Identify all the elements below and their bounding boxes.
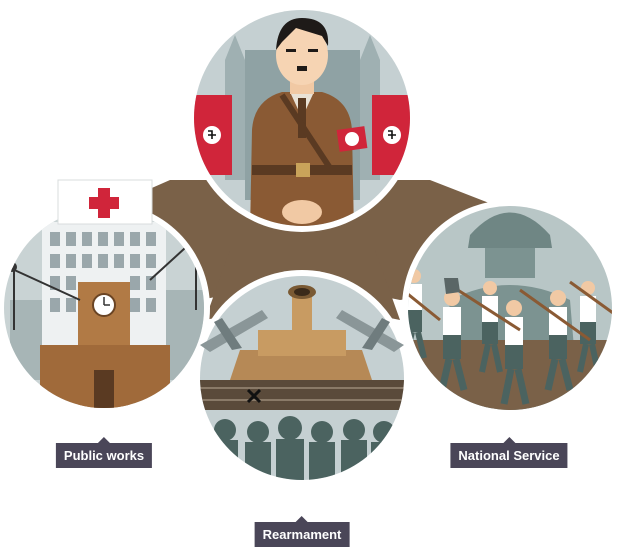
marching-figures	[408, 268, 612, 405]
rearmament-label: Rearmament	[254, 516, 350, 547]
national-service-label: National Service	[450, 437, 568, 468]
national-service-circle	[402, 200, 618, 416]
public-works-circle	[0, 179, 210, 414]
public-works-label: Public works	[55, 437, 153, 468]
red-cross-icon	[57, 179, 153, 225]
flag-right	[372, 95, 410, 175]
flag-left	[194, 95, 232, 175]
iron-cross-icon	[246, 388, 262, 404]
leader-circle	[188, 4, 416, 232]
plane-right	[336, 310, 404, 352]
plane-left	[200, 310, 268, 352]
rearmament-circle	[194, 270, 410, 486]
clock-icon	[92, 293, 116, 317]
